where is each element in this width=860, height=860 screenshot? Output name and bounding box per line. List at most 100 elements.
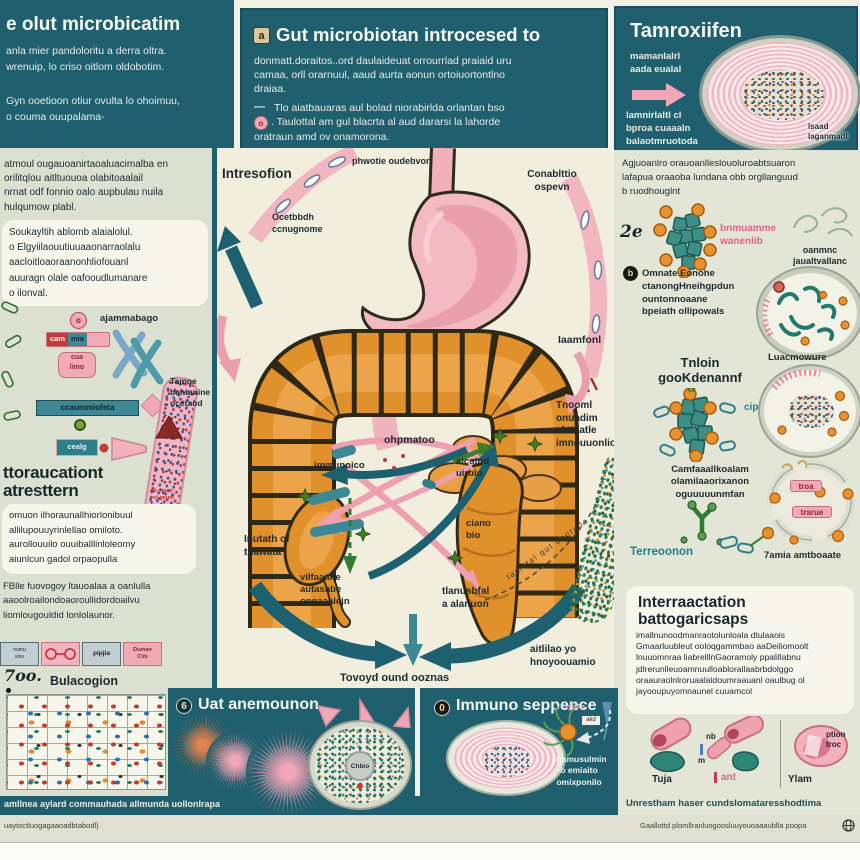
molecule-cluster-icon bbox=[653, 203, 717, 278]
label-vilfaaahe: vilfaaahe autasabe oppaaalejn bbox=[300, 572, 350, 607]
tam-label: Terreoonon bbox=[630, 546, 694, 558]
label-tnooml: Tnooml onuadim claraatle imnouuonlio bbox=[556, 400, 616, 449]
panel3-sub2: lamnirlaltl cl bproa cuaaaln balaotmruot… bbox=[626, 110, 698, 147]
right-caption: Unrestham haser cundslomataresshodtima bbox=[626, 798, 822, 809]
left-para3: FBlle fuovogoy ltauoalaa a oanlulla aaoo… bbox=[3, 581, 151, 621]
label-conablttio: Conablttio ospevn bbox=[527, 169, 577, 193]
uat-badge: 6 bbox=[176, 698, 192, 714]
label-ocetbbdh: Ocetbbdh ccnugnome bbox=[272, 212, 323, 234]
item-b-text: Omnate Eonohe ctanongHneihgpdun ountonno… bbox=[642, 268, 735, 318]
left-box2-text: omuon ilhoraunallhiorlonibuul allilupouu… bbox=[9, 510, 136, 566]
panel2-title: Gut microbiotan introcesed to bbox=[276, 24, 541, 45]
immuno-badge: 0 bbox=[434, 700, 450, 716]
dot-icon bbox=[6, 688, 11, 693]
ring-caption: 7amia amtboaate bbox=[764, 550, 842, 561]
label-ciano: ciano bio bbox=[466, 518, 491, 541]
uat-arrows-icon bbox=[316, 697, 411, 728]
panel2-note3: oratraun amd ov onamorona. bbox=[254, 131, 390, 143]
panel1-note: Gyn ooetioon otiur ovulta lo ohoimuu, o … bbox=[6, 95, 180, 123]
chip1-left-segment: cam bbox=[47, 333, 69, 346]
pills-left-icon bbox=[649, 716, 764, 773]
header-panel-intro: a Gut microbiotan introcesed to donmatt.… bbox=[240, 8, 608, 155]
legend-cell4: Duman CVo bbox=[123, 642, 162, 666]
left-box1: Soukayltih ablomb alaialolul. o Elgyiila… bbox=[2, 220, 208, 306]
footer-substrip: uaytoctluogagaaoadbtabodl) Gaallottd plo… bbox=[0, 815, 860, 843]
microarray-grid bbox=[6, 694, 166, 790]
diagram-chip4: cealg bbox=[56, 439, 98, 456]
interaction-title: Interraactation battogaricsaps bbox=[638, 594, 749, 629]
dish-bacteria bbox=[758, 268, 860, 358]
gut-illustration bbox=[217, 148, 607, 671]
interaction-body: imallnunoodmanraotolunloala dtulaaois Gm… bbox=[636, 630, 809, 696]
chip1-right-segment: mia bbox=[68, 333, 87, 346]
uat-title: Uat anemounon bbox=[198, 696, 319, 713]
molecule-cluster2-icon bbox=[653, 388, 736, 462]
label-immunoico: immunoico bbox=[314, 460, 365, 471]
panel3-title: Tamroxiifen bbox=[630, 20, 742, 42]
panel1-title: e olut microbicatim bbox=[6, 14, 181, 35]
pill-tiny2: m bbox=[698, 756, 706, 765]
diagram-circle-node: o bbox=[70, 312, 87, 329]
grid-label: Bulacogion bbox=[50, 674, 119, 688]
panel2-body: donmatt.doraitos..ord daulaideuat orrour… bbox=[254, 55, 512, 96]
uat-dish: Chbio bbox=[310, 722, 410, 808]
pill-tiny1: nb bbox=[706, 732, 716, 741]
immuno-dish bbox=[448, 722, 564, 794]
green-node-icon bbox=[74, 419, 86, 431]
chromosomes-icon bbox=[112, 329, 164, 389]
pathway-diagram: o ajammabago cam mia cua limo ccaummiofe… bbox=[0, 301, 212, 465]
immuno-title: Immuno seppence bbox=[456, 697, 597, 714]
label-ohpmatoo: ohpmatoo bbox=[384, 434, 435, 446]
bottom-margin bbox=[0, 843, 860, 860]
legend-cell2 bbox=[41, 642, 80, 666]
panel3-sub1: mamanlalrl aada eualal bbox=[630, 51, 682, 76]
tamoxifen-dish bbox=[702, 38, 858, 150]
footer-sub-right: Gaallottd plomllranluogoosluuyouoaaaubll… bbox=[640, 821, 807, 830]
pill-side-label: ption troc bbox=[826, 730, 846, 750]
left-heading2: ttoraucationt atresttern bbox=[3, 463, 103, 500]
label-tlanusbfal: tlanusbfal a alanuon bbox=[442, 586, 490, 610]
mol1-label: bnmuamme wanenlib bbox=[720, 223, 777, 247]
globe-icon bbox=[842, 819, 855, 832]
panel2-note1: Tlo aiatbauaras aul bolad niorabirlda or… bbox=[274, 102, 505, 114]
uat-red-dot-icon bbox=[357, 783, 363, 789]
footer-sub-left: uaytoctluogagaaoadbtabodl) bbox=[4, 821, 99, 830]
label-aicatod: aicatod uirblo bbox=[456, 456, 490, 479]
right-para1: Agjuoanlro orauoanlleslouoluroabtsuaron … bbox=[622, 158, 798, 197]
pills-divider bbox=[780, 720, 781, 788]
panel1-body: anla mier pandoloritu a derra oltra. wre… bbox=[6, 45, 167, 73]
ring-tag2: trarue bbox=[792, 506, 832, 518]
legend-strip: numu vinu pipjia Duman CVo bbox=[0, 642, 164, 666]
left-para1: atmoul ougauoanirtaoaluacimalba en orili… bbox=[4, 159, 169, 213]
immuno-panel: 0 Immuno seppence aygAa akd ohamusulmin … bbox=[420, 688, 618, 796]
label-tamne: Tamne bahtanine ocetaod bbox=[170, 376, 211, 409]
panel2-note2: . Taulottal am gul blacrta al aud darars… bbox=[271, 116, 501, 128]
label-phwotie: phwotie oudebvon bbox=[352, 156, 432, 166]
immuno-note: ohamusulmin o emiaito omixponilo bbox=[551, 754, 607, 787]
microbe-dropper-icon bbox=[543, 702, 612, 757]
capsule-chain-icon bbox=[719, 526, 775, 554]
bacteria-doodles-icon bbox=[1, 301, 22, 421]
dish-bacteria-curls-icon bbox=[761, 281, 850, 346]
immuno-tag-pink: aygAa bbox=[564, 704, 586, 711]
tamoxifen-dish-label: lsaad laganmadl bbox=[808, 122, 848, 141]
header-panel-gut-microbiome: e olut microbicatim anla mier pandolorit… bbox=[0, 0, 234, 148]
uat-panel: 6 Uat anemounon Chbio bbox=[168, 688, 415, 814]
pills-right-icon bbox=[794, 725, 848, 767]
strip-caption: amllnea aylard commauhada allmunda uollo… bbox=[4, 799, 221, 809]
diagram-chip1: cam mia bbox=[46, 332, 110, 347]
label-iaamfonl: Iaamfonl bbox=[558, 334, 602, 346]
panel2-note-badge: o bbox=[254, 116, 268, 130]
vessel-arrow-icon bbox=[155, 416, 183, 439]
diagram-chip2: cua limo bbox=[58, 352, 96, 378]
right-text2: Camfaaallkoalam olamilaaorixanon oguuuuu… bbox=[670, 464, 750, 500]
label-intresofion: Intresofion bbox=[222, 166, 292, 181]
linked-rings-icon bbox=[45, 648, 76, 660]
pill-label3: Ylam bbox=[788, 774, 812, 785]
dish-colony-center bbox=[788, 394, 834, 428]
red-note2: ob oaum ~cl geum bbox=[150, 488, 174, 501]
right-scribble: 2e bbox=[620, 222, 643, 242]
ring-tag1: troa bbox=[790, 480, 822, 492]
pill-label2: ant bbox=[714, 772, 756, 783]
